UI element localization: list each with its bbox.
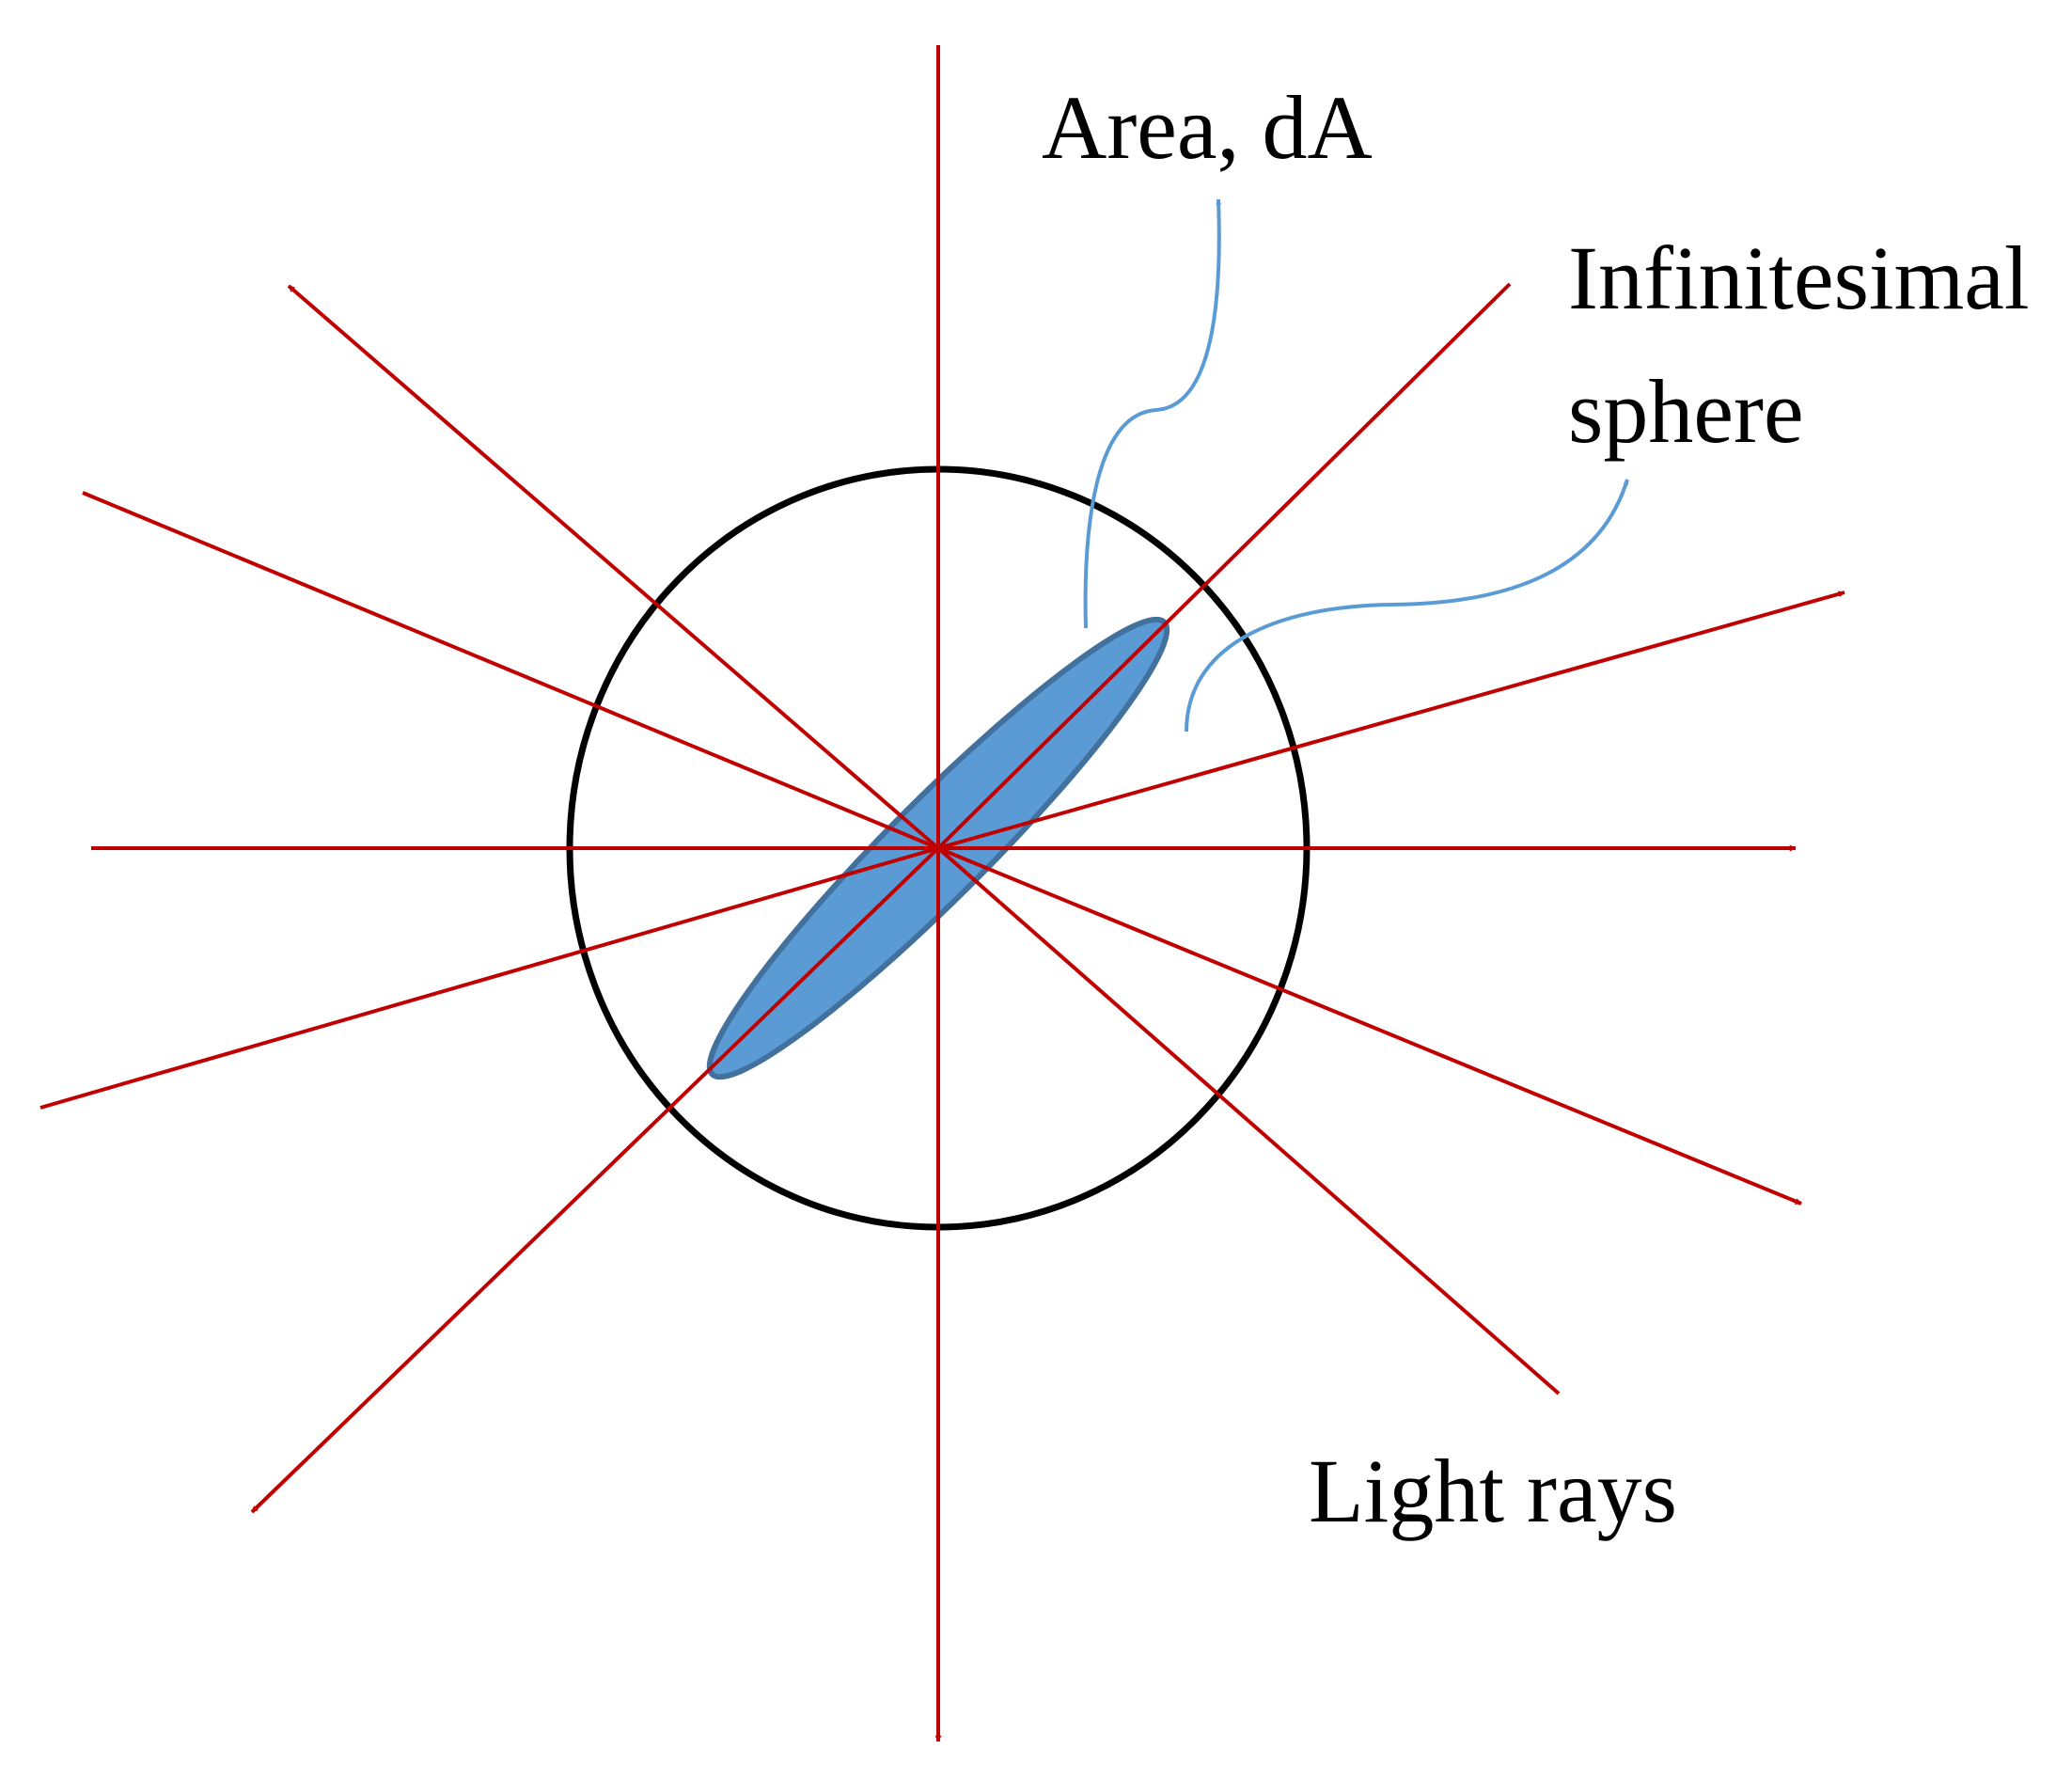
ray-shallow-upper-left (82, 491, 939, 850)
ray-shallow-lower-left (39, 846, 939, 1110)
ray-diagonal-upper-left (287, 284, 940, 850)
area-label: Area, dA (1042, 77, 1373, 178)
sphere-label-line2: sphere (1568, 361, 1804, 462)
light-rays-label: Light rays (1309, 1441, 1677, 1541)
light-rays (39, 45, 1845, 1742)
ray-diagonal-upper-right (936, 282, 1512, 850)
area-callout-arrow (1083, 198, 1222, 629)
ray-diagonal-lower-right (936, 846, 1561, 1395)
sphere-callout-arrow (1185, 479, 1629, 733)
ray-shallow-upper-right (937, 591, 1845, 850)
ray-diagonal-lower-left (250, 846, 940, 1514)
ray-shallow-lower-right (937, 846, 1802, 1206)
sphere-label-line1: Infinitesimal (1568, 228, 2030, 328)
